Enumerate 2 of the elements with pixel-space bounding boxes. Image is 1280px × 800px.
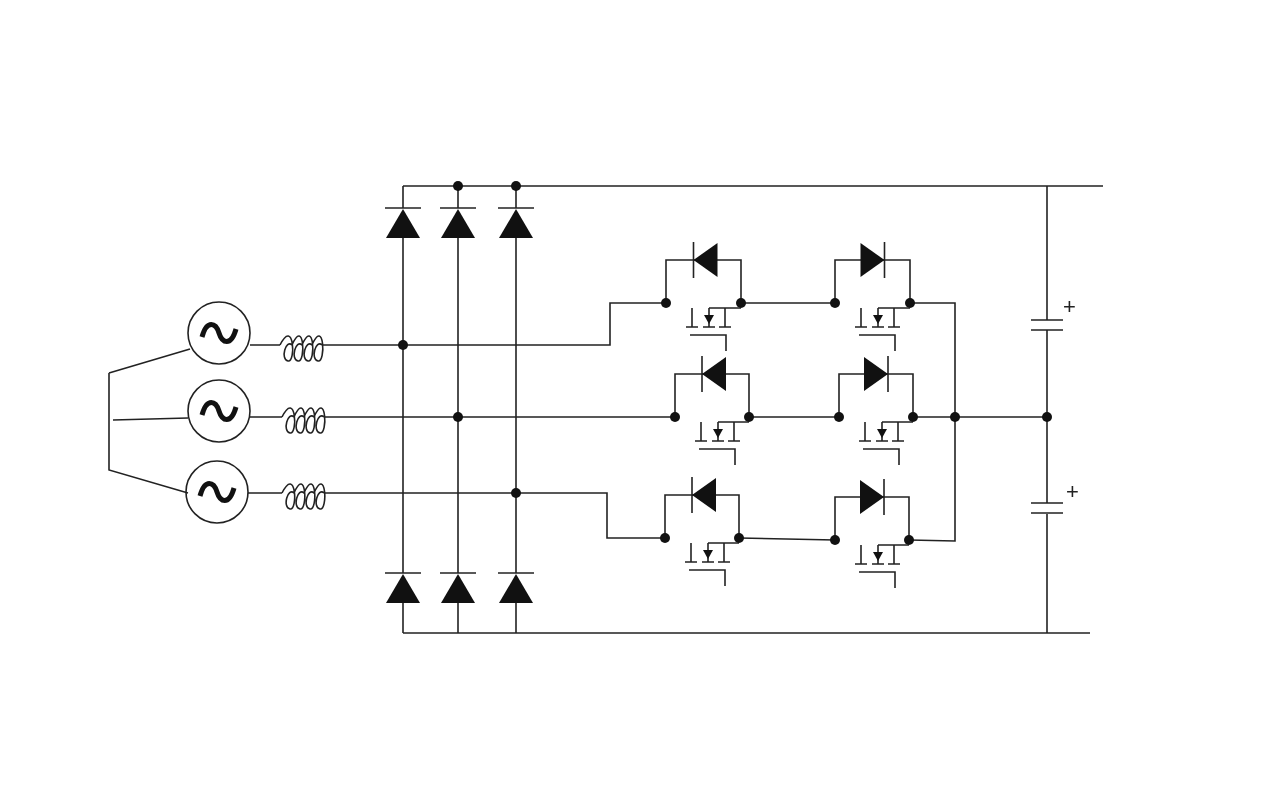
polarity-sign: + [1066,481,1079,503]
polarity-sign: + [1063,296,1076,318]
